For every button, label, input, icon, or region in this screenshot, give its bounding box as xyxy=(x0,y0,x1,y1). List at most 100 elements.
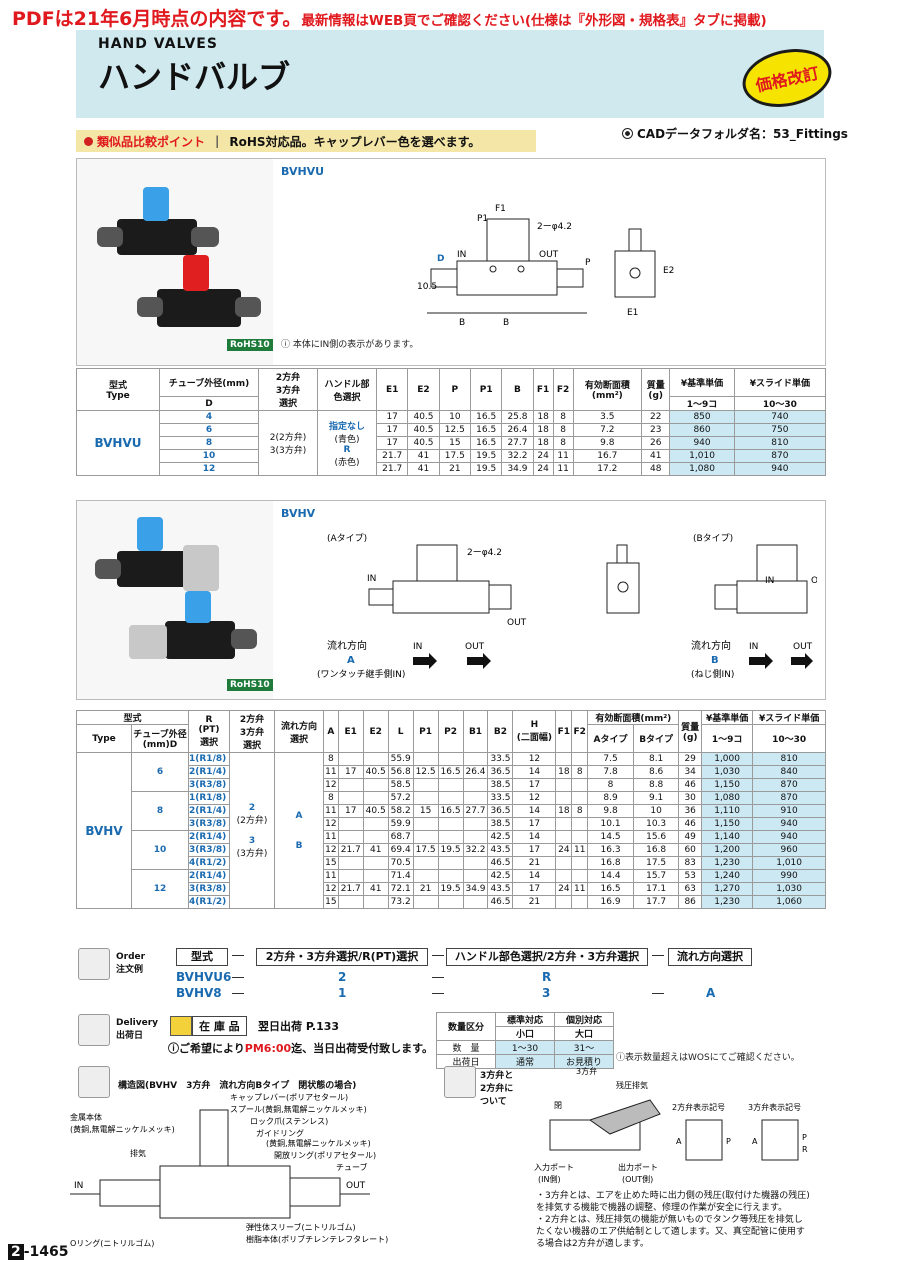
svg-text:スプール(黄銅,無電解ニッケルメッキ): スプール(黄銅,無電解ニッケルメッキ) xyxy=(230,1104,367,1114)
svg-text:D: D xyxy=(437,254,444,264)
pin-icon xyxy=(84,136,93,146)
valve-photo-icon xyxy=(95,517,257,659)
structure-title: 構造図(BVHV 3方弁 流れ方向Bタイプ 閉状態の場合) xyxy=(118,1081,357,1091)
svg-text:2ーφ4.2: 2ーφ4.2 xyxy=(467,548,502,558)
feature-bar: 類似品比較ポイント | RoHS対応品。キャップレバー色を選べます。 xyxy=(76,130,536,152)
order-box-flow: 流れ方向選択 xyxy=(668,948,752,966)
english-title: HAND VALVES xyxy=(98,36,218,52)
svg-text:B: B xyxy=(503,318,509,328)
bvhvu-title: BVHVU xyxy=(281,165,325,178)
svg-text:OUT: OUT xyxy=(507,618,527,628)
svg-text:3方弁表示記号: 3方弁表示記号 xyxy=(748,1102,801,1112)
svg-text:(Bタイプ): (Bタイプ) xyxy=(693,533,733,544)
svg-text:2ーφ4.2: 2ーφ4.2 xyxy=(537,222,572,232)
svg-text:OUT: OUT xyxy=(465,642,485,652)
feature-text: RoHS対応品。キャップレバー色を選べます。 xyxy=(229,134,481,149)
svg-text:OUT: OUT xyxy=(811,576,817,586)
svg-text:Oリング(ニトリルゴム): Oリング(ニトリルゴム) xyxy=(70,1238,154,1248)
bvhv-title: BVHV xyxy=(281,507,316,520)
bullet-icon xyxy=(622,128,633,139)
svg-text:E2: E2 xyxy=(663,266,674,276)
svg-text:A: A xyxy=(752,1137,758,1146)
svg-text:弾性体スリーブ(ニトリルゴム): 弾性体スリーブ(ニトリルゴム) xyxy=(246,1222,356,1232)
bvhv-panel: RoHS10 BVHV (Aタイプ) (Bタイプ) 2ーφ4.2 IN OUT … xyxy=(76,500,826,700)
bvhvu-photo: RoHS10 xyxy=(77,159,273,365)
bvhvu-note: ⓘ 本体にIN側の表示があります。 xyxy=(281,340,419,350)
box-icon xyxy=(170,1016,192,1036)
svg-text:OUT: OUT xyxy=(346,1181,366,1191)
svg-text:10.5: 10.5 xyxy=(417,282,437,292)
svg-text:(黄銅,無電解ニッケルメッキ): (黄銅,無電解ニッケルメッキ) xyxy=(266,1138,371,1148)
bvhvu-drawing: F1 P1 2ーφ4.2 IN OUT D P B B E2 E1 10.5 xyxy=(417,204,674,328)
rohs-badge: RoHS10 xyxy=(227,679,273,691)
svg-text:2方弁表示記号: 2方弁表示記号 xyxy=(672,1102,725,1112)
svg-text:IN: IN xyxy=(74,1181,83,1191)
title-banner: HAND VALVES ハンドバルブ xyxy=(76,30,824,118)
svg-text:IN: IN xyxy=(457,250,466,260)
structure-diagram: IN OUT キャップレバー(ポリアセタール) スプール(黄銅,無電解ニッケルメ… xyxy=(70,1093,388,1248)
info-icon xyxy=(78,1066,110,1098)
svg-text:OUT: OUT xyxy=(539,250,559,260)
top-notice: PDFは21年6月時点の内容です。最新情報はWEB頁でご確認ください(仕様は『外… xyxy=(12,4,892,31)
order-box-color: ハンドル部色選択/2方弁・3方弁選択 xyxy=(446,948,648,966)
svg-text:A: A xyxy=(676,1137,682,1146)
svg-text:P1: P1 xyxy=(477,214,488,224)
svg-text:B: B xyxy=(459,318,465,328)
phone-icon xyxy=(78,948,110,980)
svg-text:残圧排気: 残圧排気 xyxy=(616,1080,648,1090)
order-box-way: 2方弁・3方弁選択/R(PT)選択 xyxy=(256,948,428,966)
svg-text:IN: IN xyxy=(765,576,774,586)
cad-folder: CADデータフォルダ名：53_Fittings xyxy=(622,125,848,142)
svg-text:流れ方向: 流れ方向 xyxy=(327,639,367,652)
page-title: ハンドバルブ xyxy=(98,58,291,96)
svg-text:IN: IN xyxy=(413,642,422,652)
svg-text:3方弁: 3方弁 xyxy=(576,1066,597,1076)
svg-text:(黄銅,無電解ニッケルメッキ): (黄銅,無電解ニッケルメッキ) xyxy=(70,1124,175,1134)
svg-text:ガイドリング: ガイドリング xyxy=(256,1128,304,1138)
valve-photo-icon xyxy=(97,187,261,327)
svg-text:F1: F1 xyxy=(495,204,506,214)
about-notes: ・3方弁とは、エアを止めた時に出力側の残圧(取付けた機器の残圧)を排気する機能で… xyxy=(536,1191,810,1249)
svg-text:(OUT側): (OUT側) xyxy=(622,1174,653,1184)
svg-text:OUT: OUT xyxy=(793,642,813,652)
page-ref[interactable]: P.133 xyxy=(305,1020,340,1033)
svg-text:(IN側): (IN側) xyxy=(538,1174,561,1184)
svg-text:P: P xyxy=(585,258,591,268)
svg-text:(Aタイプ): (Aタイプ) xyxy=(327,533,367,544)
bvhv-spec-table: 型式 R (PT) 選択 2方弁 3方弁 選択 流れ方向 選択 A E1 E2 … xyxy=(76,710,826,909)
svg-text:E1: E1 xyxy=(627,308,638,318)
svg-text:IN: IN xyxy=(367,574,376,584)
feature-label: 類似品比較ポイント xyxy=(97,134,206,149)
svg-text:排気: 排気 xyxy=(130,1148,146,1158)
info-icon xyxy=(444,1066,476,1098)
svg-text:キャップレバー(ポリアセタール): キャップレバー(ポリアセタール) xyxy=(230,1093,348,1102)
bvhvu-panel: RoHS10 BVHVU F1 P1 2ーφ4.2 IN OUT D P B B… xyxy=(76,158,826,366)
svg-text:IN: IN xyxy=(749,642,758,652)
svg-text:入力ポート: 入力ポート xyxy=(534,1162,574,1172)
svg-text:開放リング(ポリアセタール): 開放リング(ポリアセタール) xyxy=(274,1150,376,1160)
svg-text:チューブ: チューブ xyxy=(336,1162,368,1172)
order-box-model: 型式 xyxy=(176,948,228,966)
svg-text:(ワンタッチ継手側IN): (ワンタッチ継手側IN) xyxy=(317,668,405,680)
svg-text:閉: 閉 xyxy=(554,1101,562,1110)
bvhv-drawing: (Aタイプ) (Bタイプ) 2ーφ4.2 IN OUT IN OUT 流れ方向 … xyxy=(317,533,817,680)
notice-sub: 最新情報はWEB頁でご確認ください(仕様は『外形図・規格表』タブに掲載) xyxy=(301,13,767,29)
notice-main: PDFは21年6月時点の内容です。 xyxy=(12,8,302,30)
svg-text:(ねじ側IN): (ねじ側IN) xyxy=(691,668,734,680)
svg-text:流れ方向: 流れ方向 xyxy=(691,639,731,652)
